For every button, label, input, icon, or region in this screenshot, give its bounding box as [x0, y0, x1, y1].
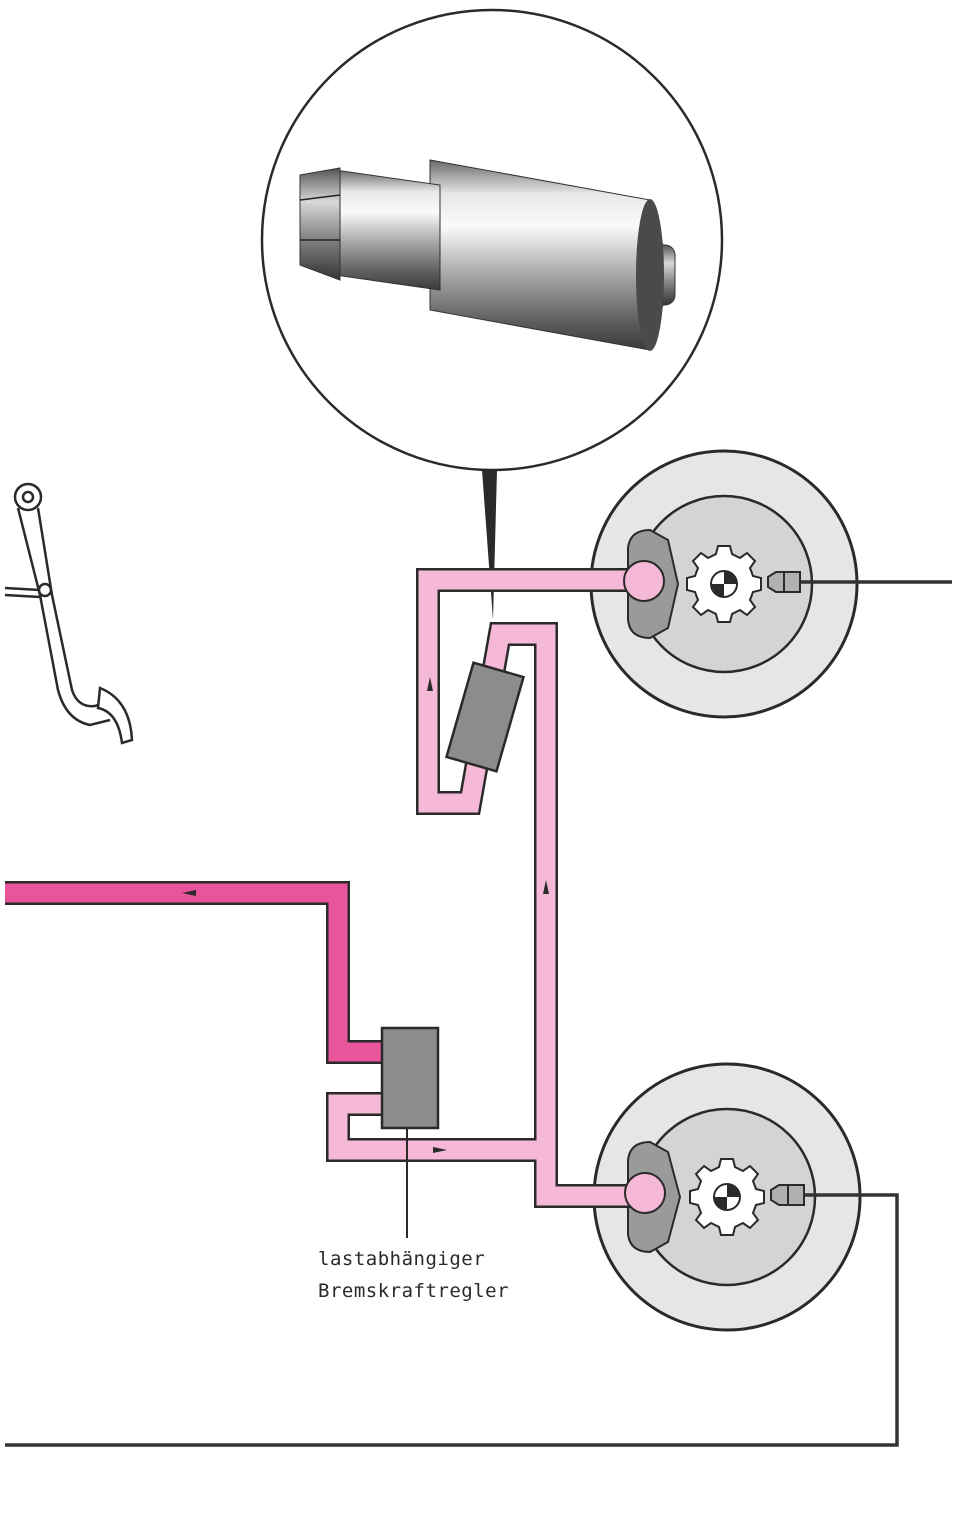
flow-arrow — [427, 677, 433, 691]
load-sensing-regulator — [380, 1026, 440, 1130]
rear-wheel-brake — [592, 1062, 862, 1332]
flow-arrow — [543, 880, 549, 894]
valve-label-line1: lastabhängiger — [318, 1248, 486, 1270]
front-caliper-piston — [623, 560, 665, 602]
primary-brake-line — [5, 881, 384, 1064]
detail-pointer — [482, 470, 497, 620]
inline-valve — [444, 661, 526, 773]
secondary-brake-lines — [326, 568, 650, 1208]
flow-arrow — [182, 890, 196, 896]
sensor-cables — [5, 580, 952, 1447]
flow-arrow — [433, 1147, 447, 1153]
valve-detail-icon — [260, 8, 724, 620]
valve-label-line2: Bremskraftregler — [318, 1280, 510, 1302]
sensor-icon — [767, 571, 805, 1206]
rear-caliper-piston — [624, 1172, 666, 1214]
tone-wheel-icon — [686, 545, 765, 1236]
brake-pedal-icon — [4, 482, 134, 745]
